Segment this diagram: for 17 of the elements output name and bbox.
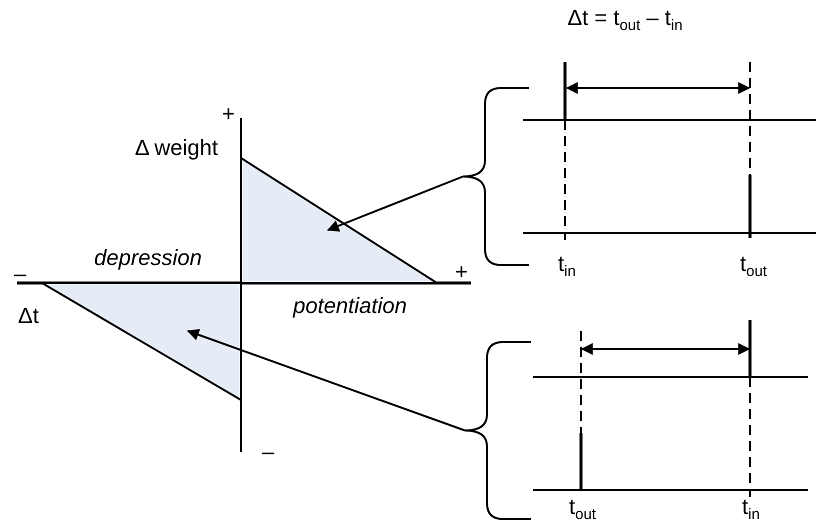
axis-sign: – bbox=[262, 440, 274, 464]
region-label: depression bbox=[94, 246, 202, 270]
region-label: potentiation bbox=[293, 294, 407, 318]
axis-label: Δt bbox=[18, 304, 39, 328]
axis-sign: + bbox=[455, 260, 468, 284]
time-label: t$_{in}$ bbox=[742, 495, 760, 519]
arrow bbox=[186, 329, 466, 432]
curly-brace bbox=[464, 341, 531, 520]
axis-sign: + bbox=[222, 102, 235, 126]
formula-title: Δt = t$_{out}$ – t$_{in}$ bbox=[567, 6, 683, 30]
arrow bbox=[326, 176, 464, 232]
axis-label: Δ weight bbox=[134, 136, 218, 160]
time-label: t$_{in}$ bbox=[558, 252, 576, 276]
curly-brace bbox=[462, 87, 529, 266]
axis-sign: – bbox=[14, 262, 26, 286]
time-label: t$_{out}$ bbox=[569, 495, 596, 519]
time-label: t$_{out}$ bbox=[740, 252, 767, 276]
